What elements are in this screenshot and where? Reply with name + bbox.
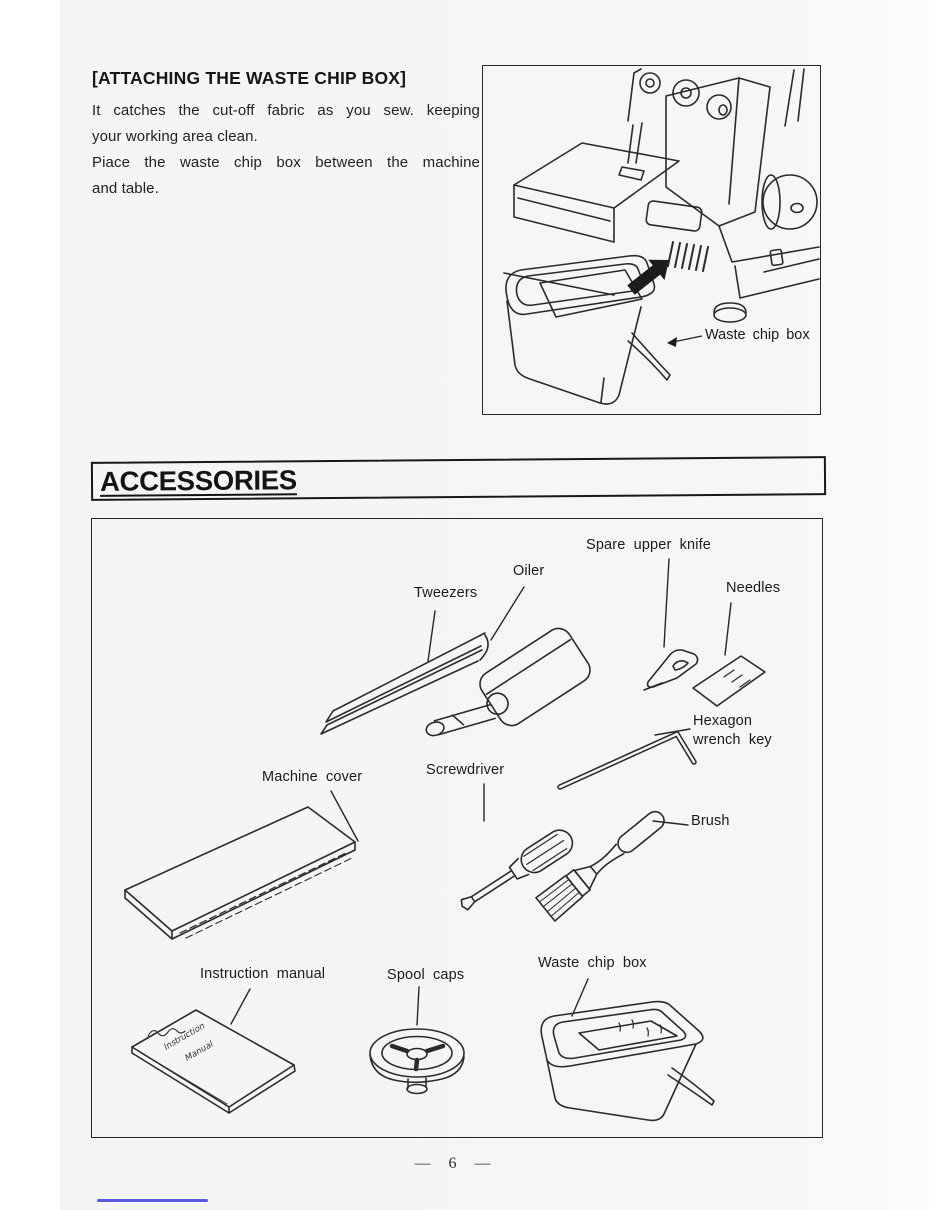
attaching-figure-box: Waste chip box bbox=[482, 65, 821, 415]
oiler-drawing bbox=[425, 627, 591, 737]
figure-label-waste-chip-box: Waste chip box bbox=[705, 327, 810, 343]
attach-body-line: It catches the cut-off fabric as you sew… bbox=[92, 102, 480, 119]
insert-direction-arrow bbox=[627, 259, 669, 295]
tweezers-drawing bbox=[320, 632, 489, 735]
attaching-figure-illustration bbox=[503, 68, 820, 405]
screwdriver-drawing bbox=[460, 829, 574, 911]
label-spool-caps: Spool caps bbox=[387, 967, 465, 983]
label-waste-chip-box: Waste chip box bbox=[538, 955, 647, 971]
spare-upper-knife-drawing bbox=[643, 649, 699, 691]
label-leader-lines bbox=[230, 558, 732, 1026]
attach-body-line: your working area clean. bbox=[92, 128, 258, 145]
label-instruction-manual: Instruction manual bbox=[200, 966, 326, 982]
label-brush: Brush bbox=[691, 813, 730, 829]
attaching-section-heading: [ATTACHING THE WASTE CHIP BOX] bbox=[92, 68, 407, 88]
overlock-machine-drawing bbox=[503, 68, 820, 323]
figure-label-leader bbox=[667, 335, 703, 347]
label-machine-cover: Machine cover bbox=[262, 769, 363, 785]
attaching-section-text: [ATTACHING THE WASTE CHIP BOX] It catche… bbox=[92, 68, 482, 202]
label-screwdriver: Screwdriver bbox=[426, 762, 505, 778]
accessories-illustration: Instruction Manual bbox=[124, 558, 766, 1122]
attach-body-line: and table. bbox=[92, 180, 159, 197]
label-needles: Needles bbox=[726, 580, 781, 596]
accessories-header-box: ACCESSORIES bbox=[90, 456, 827, 501]
paper-background bbox=[60, 0, 935, 1210]
label-hexagon-wrench-key: Hexagon wrench key bbox=[693, 713, 772, 748]
waste-chip-box-accessory-drawing bbox=[540, 1000, 715, 1122]
handwriting-scribble bbox=[147, 1028, 186, 1037]
thread-spools bbox=[639, 72, 732, 120]
spool-caps-drawing bbox=[369, 1028, 465, 1095]
accessories-heading: ACCESSORIES bbox=[99, 463, 298, 497]
instruction-manual-drawing: Instruction Manual bbox=[131, 1009, 296, 1114]
label-oiler: Oiler bbox=[513, 563, 545, 579]
footer-blue-line bbox=[97, 1199, 208, 1202]
needles-drawing bbox=[692, 655, 766, 707]
accessories-figure-box: Instruction Manual bbox=[91, 518, 823, 1138]
label-spare-upper-knife: Spare upper knife bbox=[586, 537, 712, 553]
page-number: — 6 — bbox=[414, 1155, 492, 1172]
machine-cover-drawing bbox=[124, 806, 356, 940]
label-tweezers: Tweezers bbox=[414, 585, 478, 601]
hexagon-wrench-key-drawing bbox=[557, 731, 697, 790]
brush-drawing bbox=[535, 810, 665, 922]
manual-cover-scribble-line: Manual bbox=[184, 1039, 216, 1063]
attach-body-line: Piace the waste chip box between the mac… bbox=[92, 154, 480, 171]
handwheel bbox=[761, 174, 818, 230]
